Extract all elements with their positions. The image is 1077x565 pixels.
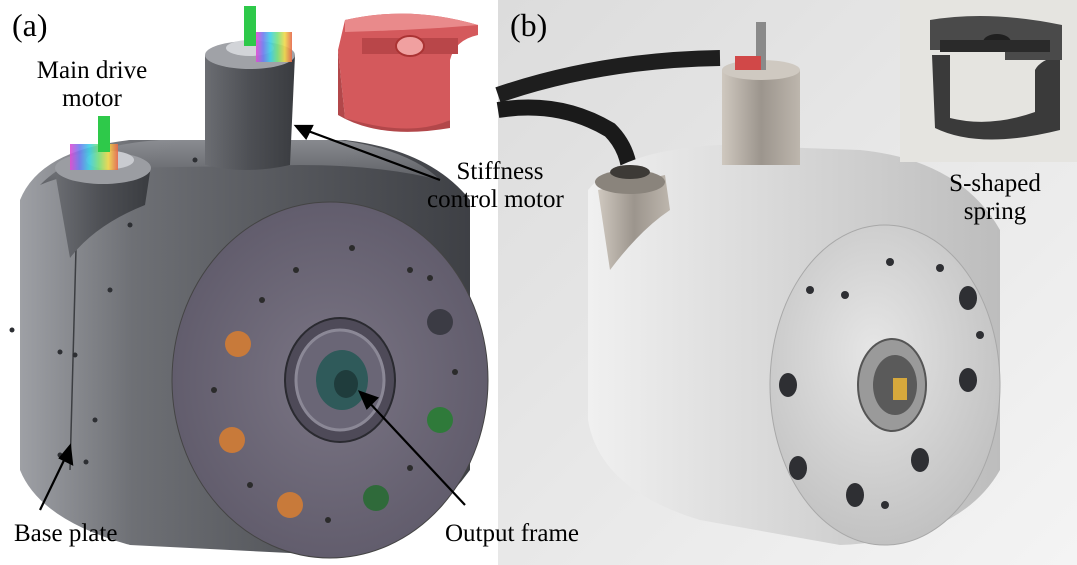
panel-a-label: (a) — [12, 7, 48, 43]
render-arrows — [39, 124, 466, 511]
photo-stiffness-control-motor — [722, 22, 800, 165]
photo-cable-lower — [496, 99, 638, 181]
render-s-shaped-spring — [338, 13, 478, 132]
main-drive-motor-label-line2: motor — [62, 85, 122, 112]
render-main-drive-motor — [55, 116, 151, 258]
arrow-base-plate — [39, 451, 69, 511]
panel-b-photo — [495, 0, 1077, 565]
photo-cable-upper — [495, 50, 721, 103]
render-side-holes — [9, 157, 198, 465]
output-frame-label: Output frame — [445, 520, 579, 547]
panel-b-label: (b) — [510, 7, 548, 43]
photo-spring-inset — [900, 0, 1077, 162]
s-shaped-spring-label-line1: S-shaped — [949, 170, 1041, 197]
render-face-holes — [211, 245, 458, 523]
photo-output-hub — [857, 338, 927, 432]
stiffness-control-motor-label-line2: control motor — [427, 186, 564, 213]
photo-main-drive-motor — [595, 165, 670, 270]
render-stiffness-control-motor — [205, 6, 295, 170]
arrowhead-base-plate — [58, 443, 74, 466]
arrow-output-frame — [364, 397, 466, 506]
photo-face-holes — [779, 258, 984, 509]
render-output-frame — [284, 317, 396, 443]
arrowhead-output-frame — [357, 390, 380, 410]
arrow-stiffness-control-motor — [299, 126, 441, 182]
arrowhead-stiffness-control-motor — [293, 124, 314, 140]
stiffness-control-motor-label-line1: Stiffness — [456, 158, 544, 185]
panel-a-render — [9, 6, 489, 559]
main-drive-motor-label-line1: Main drive — [36, 57, 148, 84]
base-plate-label: Base plate — [14, 520, 118, 547]
s-shaped-spring-label-line2: spring — [963, 198, 1027, 225]
